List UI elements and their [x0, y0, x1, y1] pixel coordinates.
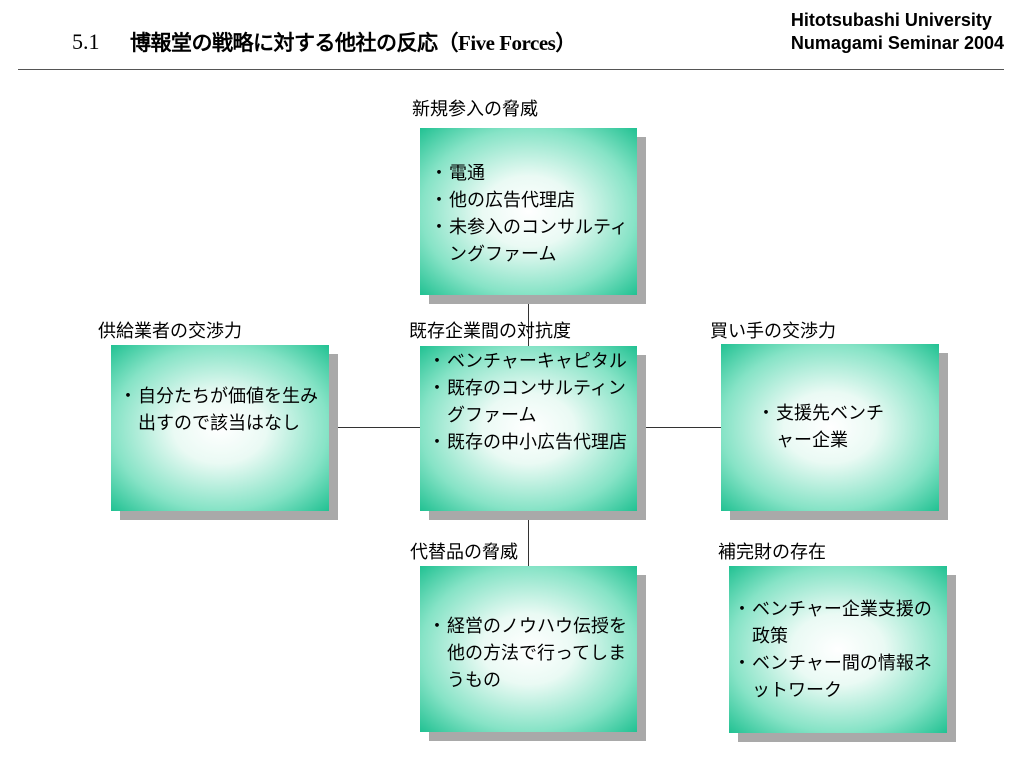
- suppliers-list: 自分たちが価値を生み出すので該当はなし: [119, 383, 325, 437]
- rivalry-box: ベンチャーキャピタル 既存のコンサルティングファーム 既存の中小広告代理店: [420, 346, 637, 511]
- suppliers-label: 供給業者の交渉力: [98, 321, 242, 342]
- list-item: ベンチャー間の情報ネットワーク: [733, 650, 945, 704]
- buyers-list: 支援先ベンチャー企業: [757, 400, 897, 454]
- list-item: 支援先ベンチャー企業: [757, 400, 897, 454]
- new-entrants-box: 電通 他の広告代理店 未参入のコンサルティングファーム: [420, 128, 637, 295]
- rivalry-list: ベンチャーキャピタル 既存のコンサルティングファーム 既存の中小広告代理店: [428, 348, 634, 456]
- buyers-box: 支援先ベンチャー企業: [721, 344, 939, 511]
- rivalry-label: 既存企業間の対抗度: [409, 321, 571, 342]
- complements-list: ベンチャー企業支援の政策 ベンチャー間の情報ネットワーク: [733, 596, 945, 704]
- connector-top: [528, 292, 529, 347]
- section-number: 5.1: [72, 29, 100, 54]
- page-title-en: （Five Forces）: [437, 31, 577, 55]
- list-item: 既存の中小広告代理店: [428, 429, 634, 456]
- list-item: 未参入のコンサルティングファーム: [430, 214, 635, 268]
- page-title-jp: 博報堂の戦略に対する他社の反応: [130, 31, 438, 55]
- list-item: 電通: [430, 160, 635, 187]
- header-divider: [18, 69, 1004, 70]
- list-item: ベンチャー企業支援の政策: [733, 596, 945, 650]
- connector-left: [330, 427, 420, 428]
- list-item: 自分たちが価値を生み出すので該当はなし: [119, 383, 325, 437]
- new-entrants-label: 新規参入の脅威: [412, 99, 538, 120]
- page-title: 博報堂の戦略に対する他社の反応（Five Forces）: [130, 27, 576, 57]
- substitutes-label: 代替品の脅威: [410, 542, 518, 563]
- list-item: 他の広告代理店: [430, 187, 635, 214]
- complements-label: 補完財の存在: [718, 542, 826, 563]
- new-entrants-list: 電通 他の広告代理店 未参入のコンサルティングファーム: [430, 160, 635, 268]
- substitutes-list: 経営のノウハウ伝授を他の方法で行ってしまうもの: [428, 613, 634, 694]
- complements-box: ベンチャー企業支援の政策 ベンチャー間の情報ネットワーク: [729, 566, 947, 733]
- substitutes-box: 経営のノウハウ伝授を他の方法で行ってしまうもの: [420, 566, 637, 732]
- seminar-name: Numagami Seminar 2004: [790, 33, 1004, 53]
- suppliers-box: 自分たちが価値を生み出すので該当はなし: [111, 345, 329, 511]
- university-name: Hitotsubashi University: [790, 10, 992, 30]
- connector-bottom: [528, 510, 529, 568]
- list-item: ベンチャーキャピタル: [428, 348, 634, 375]
- affiliation: Hitotsubashi University Numagami Seminar…: [791, 9, 1004, 55]
- buyers-label: 買い手の交渉力: [710, 321, 836, 342]
- list-item: 既存のコンサルティングファーム: [428, 375, 634, 429]
- list-item: 経営のノウハウ伝授を他の方法で行ってしまうもの: [428, 613, 634, 694]
- connector-right: [636, 427, 722, 428]
